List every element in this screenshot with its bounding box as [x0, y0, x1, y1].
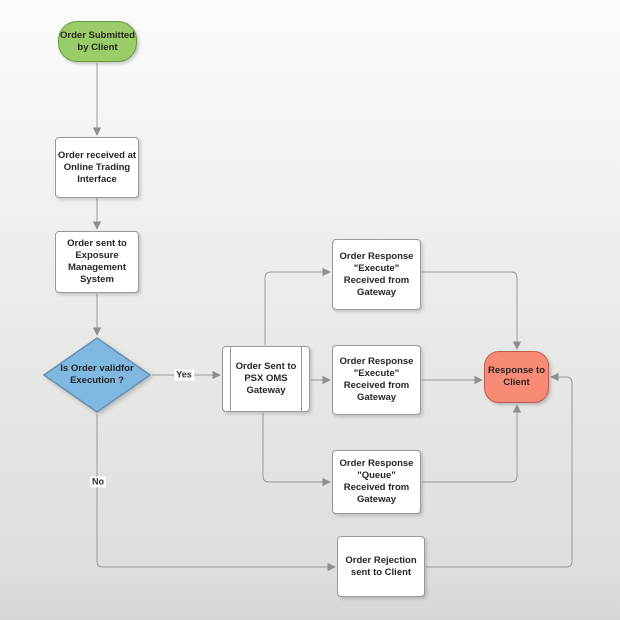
node-order-rejection: Order Rejection sent to Client: [337, 536, 425, 597]
node-label: Order Sent to PSX OMS Gateway: [235, 361, 297, 396]
connector-gateway-to-response-queue: [262, 413, 331, 487]
node-online-trading-interface: Order received at Online Trading Interfa…: [55, 137, 139, 198]
node-label: Order received at Online Trading Interfa…: [57, 149, 137, 185]
node-label: Order sent to Exposure Management System: [67, 238, 127, 285]
node-label: Is Order validfor Execution ?: [60, 363, 134, 386]
connector-gateway-to-response-top: [264, 267, 331, 345]
node-response-to-client: Response to Client: [484, 351, 549, 403]
node-label: Order Response "Execute" Received from G…: [339, 250, 414, 298]
node-order-submitted: Order Submitted by Client: [58, 21, 137, 62]
connector-response-queue-to-client: [422, 404, 522, 483]
predefined-process-bar: [301, 347, 302, 411]
node-decision-order-valid: Is Order validfor Execution ?: [43, 337, 151, 413]
node-response-execute-mid: Order Response "Execute" Received from G…: [332, 345, 421, 415]
node-exposure-management: Order sent to Exposure Management System: [55, 231, 139, 293]
connector-rejection-to-client: [426, 372, 573, 568]
connector-response-top-to-client: [422, 271, 522, 350]
node-label: Order Submitted by Client: [60, 29, 135, 53]
connector-decision-no-to-rejection: [96, 414, 336, 572]
node-label: Order Response "Execute" Received from G…: [339, 356, 414, 403]
edge-label-no: No: [90, 476, 106, 488]
node-label: Order Rejection sent to Client: [345, 554, 417, 578]
node-label: Order Response "Queue" Received from Gat…: [339, 458, 414, 505]
predefined-process-bar: [230, 347, 231, 411]
node-response-queue: Order Response "Queue" Received from Gat…: [332, 450, 421, 514]
node-response-execute-top: Order Response "Execute" Received from G…: [332, 239, 421, 310]
diamond-shape: [43, 337, 151, 413]
edge-label-yes: Yes: [174, 369, 194, 381]
node-label: Response to Client: [487, 365, 545, 388]
node-psx-oms-gateway: Order Sent to PSX OMS Gateway: [222, 346, 310, 412]
